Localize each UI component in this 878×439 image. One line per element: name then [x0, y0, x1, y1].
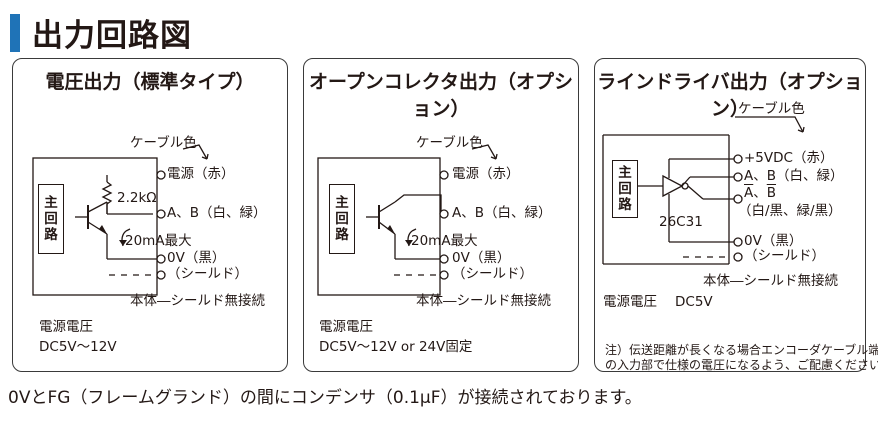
- panel-voltage-output: 電圧出力（標準タイプ） ケーブル色 電源: [12, 58, 288, 372]
- pin-ab-label: A、B（白、緑）: [167, 205, 267, 221]
- b-bar-label: B: [766, 185, 777, 201]
- voltage-circuit-diagram: [32, 144, 209, 296]
- pin-0v-label: 0V（黒）: [167, 250, 226, 266]
- panel-title: オープンコレクタ出力（オプション）: [308, 71, 574, 120]
- cable-color-label: ケーブル色: [130, 135, 197, 151]
- main-circuit-box: 主 回 路: [329, 184, 355, 254]
- body-shield-note: 本体―シールド無接続: [416, 293, 551, 309]
- driver-ic-label: 26C31: [659, 214, 703, 230]
- supply-voltage-label: 電源電圧: [319, 319, 373, 335]
- cable-color-label: ケーブル色: [738, 101, 805, 117]
- pin-ab-label: A、B（白、緑）: [744, 168, 844, 184]
- transmission-note: 注）伝送距離が長くなる場合エンコーダケーブル端 の入力部で仕様の電圧になるよう、…: [605, 343, 878, 372]
- page-title: 出力回路図: [32, 18, 192, 54]
- pin-shield-label: （シールド）: [167, 266, 248, 282]
- open-collector-circuit-diagram: [317, 144, 498, 296]
- pin-shield-label: （シールド）: [744, 248, 825, 264]
- pin-shield-label: （シールド）: [452, 266, 533, 282]
- supply-voltage-value: DC5V～12V: [39, 339, 117, 355]
- supply-voltage-label: 電源電圧: [39, 319, 93, 335]
- current-label: 20mA最大: [411, 233, 478, 249]
- supply-voltage-value: DC5V～12V or 24V固定: [319, 339, 473, 355]
- panel-title: 電圧出力（標準タイプ）: [45, 71, 255, 93]
- line-driver-circuit-diagram: [602, 116, 805, 265]
- footer-capacitor-note: 0VとFG（フレームグランド）の間にコンデンサ（0.1μF）が接続されております…: [8, 388, 642, 408]
- pin-ab-inverted-colors: （白/黒、緑/黒）: [738, 203, 842, 219]
- pin-0v-label: 0V（黒）: [744, 233, 803, 249]
- main-circuit-box: 主 回 路: [38, 184, 64, 254]
- body-shield-note: 本体―シールド無接続: [703, 273, 838, 289]
- title-accent-bar: [10, 14, 20, 52]
- resistor-label: 2.2kΩ: [117, 190, 157, 206]
- pin-power-label: 電源（赤）: [452, 166, 520, 182]
- cable-color-label: ケーブル色: [416, 135, 483, 151]
- panel-line-driver: ラインドライバ出力（オプション） ケーブル色: [594, 58, 878, 372]
- pin-power-label: 電源（赤）: [167, 166, 235, 182]
- pin-ab-label: A、B（白、緑）: [452, 205, 552, 221]
- body-shield-note: 本体―シールド無接続: [130, 293, 265, 309]
- pin-0v-label: 0V（黒）: [452, 250, 511, 266]
- pin-ab-inverted-label: A、B: [744, 185, 777, 201]
- main-circuit-box: 主 回 路: [612, 160, 638, 218]
- current-label: 20mA最大: [125, 233, 192, 249]
- panel-open-collector: オープンコレクタ出力（オプション） ケーブル色 電源（赤） A、B（白、緑） 2…: [303, 58, 579, 372]
- a-bar-label: A: [744, 185, 754, 201]
- pin-power-label: +5VDC（赤）: [744, 150, 834, 166]
- panel-title: ラインドライバ出力（オプション）: [597, 71, 863, 120]
